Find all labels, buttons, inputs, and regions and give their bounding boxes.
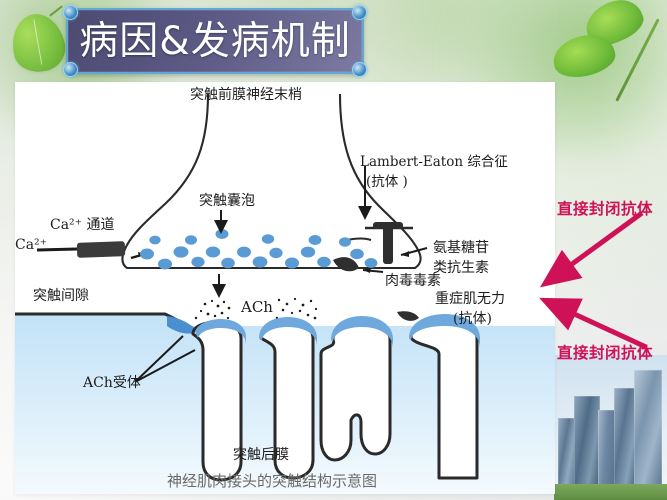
- corner-ornament-bottom-right: [352, 62, 367, 77]
- diagram-panel: 突触前膜神经末梢 Ca²⁺ 通道 Ca²⁺ 突触囊泡 Lambert-Eaton…: [15, 82, 555, 494]
- page-title: 病因&发病机制: [79, 18, 351, 64]
- label-aminoglycoside-line2: 类抗生素: [433, 260, 489, 276]
- label-lambert-eaton: Lambert-Eaton 综合征: [360, 154, 508, 170]
- corner-ornament-bottom-left: [63, 62, 78, 77]
- label-myasthenia: 重症肌无力: [435, 291, 505, 307]
- label-synaptic-vesicle: 突触囊泡: [199, 193, 255, 209]
- label-postsynaptic-membrane: 突触后膜: [233, 447, 289, 463]
- label-ach: ACh: [241, 298, 273, 316]
- label-aminoglycoside-line1: 氨基糖苷: [433, 240, 489, 256]
- corner-ornament-top-right: [352, 5, 367, 20]
- label-lambert-eaton-sub: (抗体 ): [366, 174, 408, 190]
- label-ca-ion: Ca²⁺: [15, 237, 48, 253]
- city-skyline-photo: [554, 355, 667, 500]
- label-myasthenia-sub: (抗体): [453, 311, 492, 327]
- label-botulinum-toxin: 肉毒毒素: [385, 273, 441, 289]
- label-ach-receptor: ACh受体: [83, 375, 141, 391]
- slide-title-box: 病因&发病机制: [63, 5, 367, 77]
- diagram-caption: 神经肌肉接头的突触结构示意图: [167, 472, 378, 490]
- corner-ornament-top-left: [63, 5, 78, 20]
- annotation-label-1: 直接封闭抗体: [557, 200, 654, 218]
- label-synaptic-cleft: 突触间隙: [33, 288, 89, 304]
- label-ca-channel: Ca²⁺ 通道: [50, 217, 115, 233]
- annotation-label-2: 直接封闭抗体: [557, 344, 654, 362]
- label-nerve-terminal: 突触前膜神经末梢: [190, 87, 302, 103]
